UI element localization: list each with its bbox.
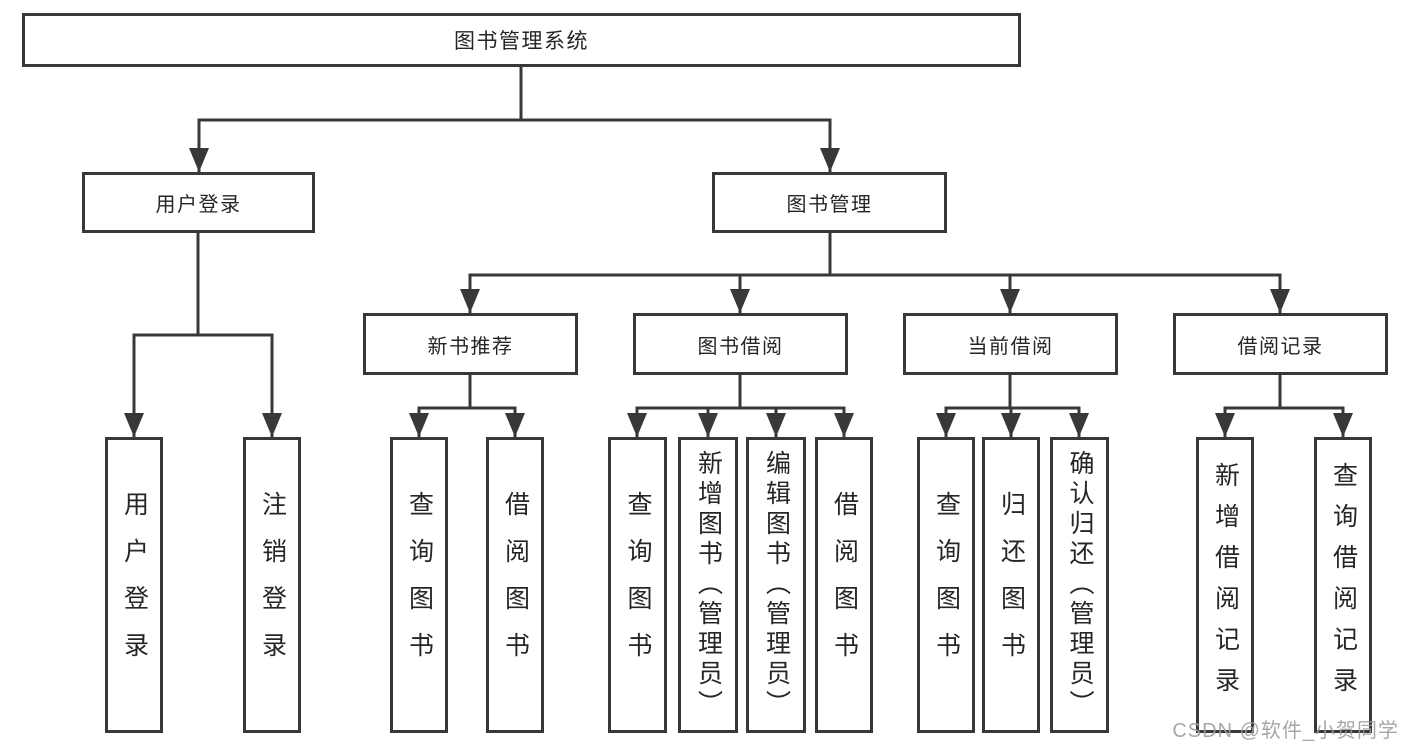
connector-book-management-rail [468,231,1282,277]
node-label: 图书借阅 [697,335,784,358]
node-label: 图书管理 [786,194,873,216]
leaf-user-login: 用户登录 [105,437,163,733]
leaf-query-books-recommend: 查询图书 [390,437,448,733]
node-label: 借阅记录 [1237,335,1324,358]
connector-user-login-rail [132,231,274,337]
node-label: 查询借阅记录 [1329,462,1358,708]
node-label: 借阅图书 [501,491,530,679]
leaf-edit-book-admin: 编辑图书（管理员） [746,437,806,733]
node-book-borrow: 图书借阅 [633,313,848,375]
connector-current-rail [944,373,1081,410]
leaf-borrow-books: 借阅图书 [815,437,873,733]
node-label: 用户登录 [155,194,242,216]
node-label: 查询图书 [405,491,434,679]
node-label: 图书管理系统 [454,30,589,53]
connector-root-rail [197,65,832,122]
leaf-return-book: 归还图书 [982,437,1040,733]
node-label: 确认归还（管理员） [1066,450,1094,720]
node-user-login: 用户登录 [82,172,315,233]
node-new-book-recommend: 新书推荐 [363,313,578,375]
connector-recommend-rail [417,373,517,410]
node-book-management: 图书管理 [712,172,947,233]
node-label: 新增借阅记录 [1211,462,1240,708]
csdn-watermark: CSDN @软件_小贺同学 [1172,720,1399,742]
node-current-borrow: 当前借阅 [903,313,1118,375]
leaf-query-borrow-record: 查询借阅记录 [1314,437,1372,733]
node-borrow-records: 借阅记录 [1173,313,1388,375]
node-label: 归还图书 [997,491,1026,679]
node-root-library-system: 图书管理系统 [22,13,1021,67]
leaf-add-book-admin: 新增图书（管理员） [678,437,738,733]
connector-records-rail [1223,373,1345,410]
leaf-query-books-current: 查询图书 [917,437,975,733]
leaf-logout: 注销登录 [243,437,301,733]
node-label: 新增图书（管理员） [694,450,723,720]
leaf-confirm-return-admin: 确认归还（管理员） [1050,437,1109,733]
node-label: 借阅图书 [830,491,859,679]
node-label: 当前借阅 [967,335,1054,358]
leaf-query-books-borrow: 查询图书 [608,437,667,733]
connector-borrow-rail [635,373,846,410]
node-label: 新书推荐 [427,335,514,358]
leaf-borrow-books-recommend: 借阅图书 [486,437,544,733]
node-label: 编辑图书（管理员） [762,450,791,720]
leaf-add-borrow-record: 新增借阅记录 [1196,437,1254,733]
node-label: 用户登录 [120,491,149,679]
node-label: 查询图书 [624,491,652,679]
node-label: 注销登录 [258,491,287,679]
node-label: 查询图书 [932,491,961,679]
